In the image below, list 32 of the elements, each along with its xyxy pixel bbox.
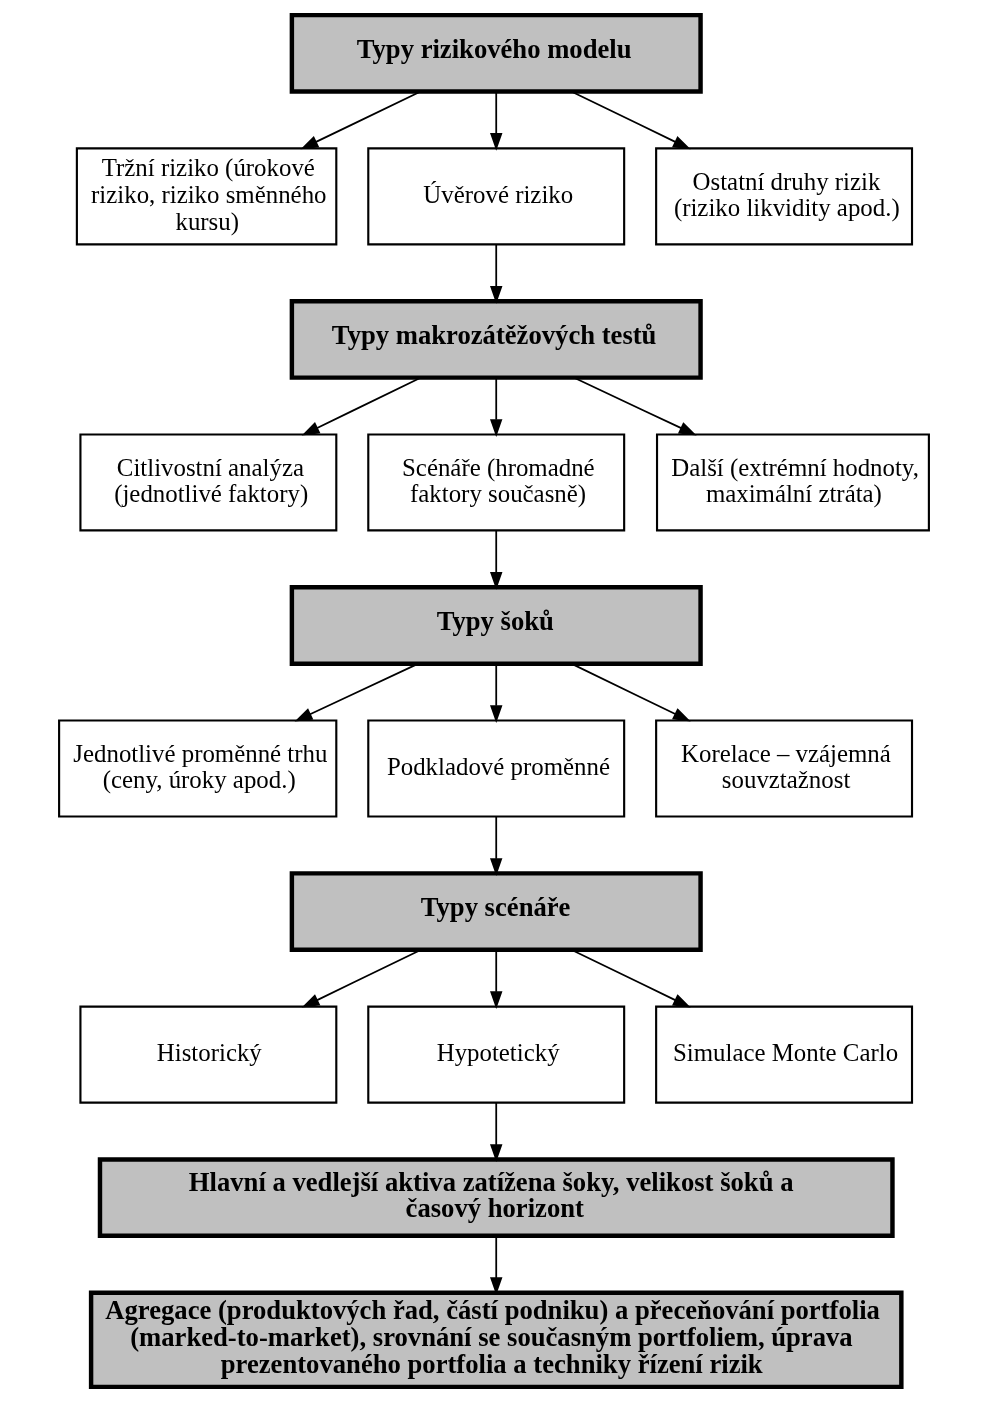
arrow xyxy=(300,90,421,150)
node-box: Typy scénáře xyxy=(289,871,703,952)
arrow xyxy=(490,1101,503,1162)
arrow xyxy=(490,815,503,876)
node-box: Další (extrémní hodnoty, maximální ztráta) xyxy=(655,433,930,532)
arrow xyxy=(490,529,503,590)
node-box: Korelace – vzájemná souvztažnost xyxy=(655,719,914,818)
arrow xyxy=(490,376,503,437)
node-box: Ostatní druhy rizik (riziko likvidity apod.) xyxy=(655,147,914,246)
node-box: Podkladové proměnné xyxy=(367,719,626,818)
node-box: Citlivostní analýza (jednotlivé faktory) xyxy=(79,433,338,532)
node-box: Hypotetický xyxy=(367,1005,626,1104)
arrow xyxy=(490,949,503,1010)
arrow xyxy=(301,949,422,1008)
arrow xyxy=(301,376,422,436)
node-box: Typy rizikového modelu xyxy=(289,12,703,94)
node-box: Simulace Monte Carlo xyxy=(655,1005,914,1104)
arrow xyxy=(490,243,503,304)
node-box: Agregace (produktových řad, částí podniku) a přeceňování portfolia (marked-to-market), srovnání se současným portfoliem, úprava prezentovaného portfolia a techniky řízení rizik xyxy=(88,1290,904,1390)
arrow xyxy=(573,376,697,436)
node-box: Scénáře (hromadné faktory současně) xyxy=(367,433,626,532)
node-box: Hlavní a vedlejší aktiva zatížena šoky, velikost šoků a časový horizont xyxy=(97,1157,895,1239)
node-box: Tržní riziko (úrokové riziko, riziko směnného kursu) xyxy=(75,147,338,246)
node-box: Jednotlivé proměnné trhu (ceny, úroky apod.) xyxy=(58,719,338,818)
node-box: Historický xyxy=(79,1005,338,1104)
node-box: Typy makrozátěžových testů xyxy=(289,298,703,380)
node-box: Úvěrové riziko xyxy=(367,147,626,246)
arrow xyxy=(490,90,503,151)
arrow xyxy=(570,90,691,150)
arrow xyxy=(490,663,503,724)
node-box: Typy šoků xyxy=(289,585,703,666)
arrow xyxy=(294,663,419,722)
